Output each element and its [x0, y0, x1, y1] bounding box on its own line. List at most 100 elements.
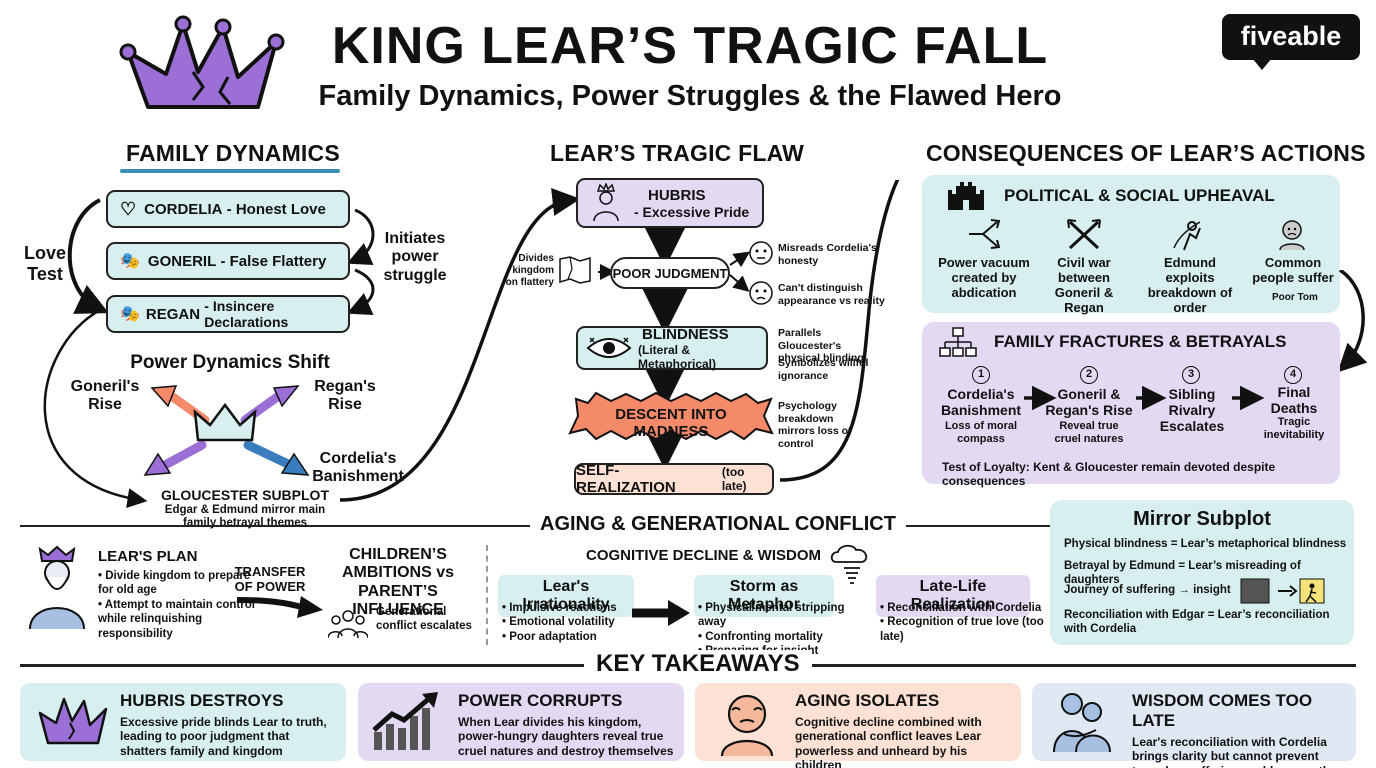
embrace-icon	[1053, 693, 1111, 753]
mask-icon: 🎭	[120, 253, 140, 270]
political-item-2: Civil war between Goneril & Regan	[1054, 255, 1114, 315]
divides-note: Divides kingdom on flattery	[505, 253, 554, 288]
political-item-1: Power vacuum created by abdication	[938, 255, 1030, 300]
heart-icon: ♡	[120, 198, 137, 219]
madness-label: DESCENT INTO MADNESS	[615, 406, 727, 441]
hubris-sub: - Excessive Pride	[634, 203, 750, 220]
goneril-box[interactable]: 🎭 GONERIL - False Flattery	[106, 242, 350, 280]
symbolizes-note: Symbolizes willful ignorance	[778, 357, 869, 382]
aging-divider-vertical	[486, 545, 488, 645]
political-item-4: Common people suffer	[1252, 255, 1334, 285]
goneril-rise-label: Goneril's Rise	[70, 378, 140, 414]
realize-label: SELF-REALIZATION	[576, 462, 676, 496]
step-2-desc: Reveal true cruel natures	[1054, 420, 1124, 445]
storm-item: Physical/mental stripping away	[698, 601, 873, 630]
rising-chart-icon	[372, 692, 438, 750]
irrationality-item: Emotional volatility	[502, 615, 632, 629]
takeaways-title: KEY TAKEAWAYS	[584, 650, 812, 678]
regan-name: REGAN	[145, 305, 201, 323]
mirror-title: Mirror Subplot	[1133, 508, 1271, 530]
mirror-line-4: Reconciliation with Edgar = Lear’s recon…	[1064, 609, 1330, 635]
step-2-num: 2	[1080, 366, 1098, 384]
king-figure-icon	[593, 183, 619, 222]
takeaway-title: HUBRIS DESTROYS	[120, 691, 284, 710]
mirror-line-1: Physical blindness = Lear’s metaphorical…	[1064, 538, 1347, 550]
step-3-title: Sibling Rivalry Escalates	[1159, 386, 1225, 435]
poor-tom-label: Poor Tom	[1272, 292, 1318, 303]
title-underline	[120, 169, 340, 173]
step-2-title: Goneril & Regan's Rise	[1045, 386, 1133, 419]
step-4-title: Final Deaths	[1270, 384, 1318, 417]
plan-list: Divide kingdom to prepare for old age At…	[98, 569, 258, 641]
political-panel	[922, 175, 1340, 313]
step-4-desc: Tragic inevitability	[1263, 416, 1325, 441]
sad-person-icon	[1279, 220, 1305, 250]
political-title: POLITICAL & SOCIAL UPHEAVAL	[1004, 186, 1275, 205]
generational-note: Generational conflict escalates	[376, 606, 472, 632]
confused-face-icon	[749, 281, 773, 305]
plan-item: Attempt to maintain control while relinq…	[98, 598, 258, 641]
political-item-3: Edmund exploits breakdown of order	[1147, 255, 1233, 315]
poor-judgment-box[interactable]: POOR JUDGMENT	[610, 257, 730, 289]
family-fractures-title: FAMILY FRACTURES & BETRAYALS	[994, 332, 1287, 351]
page-title: KING LEAR’S TRAGIC FALL	[331, 17, 1049, 75]
children-label: CHILDREN’S AMBITIONS vs PARENT’S INFLUEN…	[341, 546, 454, 619]
irrationality-item: Poor adaptation	[502, 630, 632, 644]
takeaway-title: AGING ISOLATES	[795, 691, 940, 710]
eye-icon	[586, 337, 632, 358]
journey-icon	[1240, 578, 1325, 604]
step-1-title: Cordelia's Banishment	[940, 386, 1022, 419]
step-1-desc: Loss of moral compass	[944, 420, 1018, 445]
storm-item: Confronting mortality	[698, 630, 873, 644]
family-dynamics-title: FAMILY DYNAMICS	[126, 140, 340, 166]
late-life-item: Reconciliation with Cordelia	[880, 601, 1045, 615]
mirror-panel	[1050, 500, 1354, 645]
goneril-desc: - False Flattery	[220, 252, 327, 270]
mask-icon: 🎭	[120, 306, 140, 323]
takeaway-card-wisdom[interactable]: WISDOM COMES TOO LATE Lear's reconciliat…	[1032, 683, 1356, 768]
old-king-icon	[29, 545, 85, 629]
family-tree-icon	[939, 327, 977, 357]
misreads-note: Misreads Cordelia's honesty	[778, 242, 877, 267]
regan-rise-label: Regan's Rise	[314, 378, 376, 414]
takeaway-title: WISDOM COMES TOO LATE	[1132, 691, 1313, 730]
realize-sub: (too late)	[721, 465, 747, 493]
castle-icon	[948, 182, 984, 210]
takeaway-text: Cognitive decline combined with generati…	[795, 715, 982, 768]
split-arrow-icon	[969, 219, 1001, 249]
fiveable-logo[interactable]: fiveable	[1222, 14, 1360, 70]
psych-note: Psychology breakdown mirrors loss of con…	[778, 400, 852, 450]
blindness-box[interactable]: BLINDNESS (Literal & Metaphorical)	[576, 326, 768, 371]
mirror-line-3: Journey of suffering → insight	[1064, 584, 1231, 596]
mirror-line-2: Betrayal by Edmund = Lear’s misreading o…	[1064, 560, 1301, 586]
regan-desc: - Insincere Declarations	[204, 298, 289, 330]
goneril-name: GONERIL	[147, 252, 217, 270]
cant-distinguish-note: Can't distinguish appearance vs reality	[778, 282, 885, 307]
crown-icon	[38, 697, 108, 745]
group-icon	[328, 610, 368, 638]
cognitive-arrow	[632, 600, 690, 626]
gloucester-title: GLOUCESTER SUBPLOT	[160, 487, 329, 503]
consequences-title: CONSEQUENCES OF LEAR’S ACTIONS	[926, 140, 1366, 166]
step-1-num: 1	[972, 366, 990, 384]
step-4-num: 4	[1284, 366, 1302, 384]
blindness-sub: (Literal & Metaphorical)	[638, 342, 717, 371]
cordelia-box[interactable]: ♡ CORDELIA - Honest Love	[106, 190, 350, 228]
tragic-flaw-title: LEAR’S TRAGIC FLAW	[550, 140, 805, 166]
map-icon	[559, 256, 591, 284]
parallels-note: Parallels Gloucester's physical blinding	[778, 327, 864, 365]
step-arrows	[1024, 386, 1265, 410]
family-fractures-panel	[922, 322, 1340, 484]
madness-burst	[568, 391, 774, 441]
cordelia-name: CORDELIA	[144, 200, 223, 218]
irrationality-item: Impulsive reactions	[502, 601, 632, 615]
regan-box[interactable]: 🎭 REGAN - Insincere Declarations	[106, 295, 350, 333]
self-realization-box[interactable]: SELF-REALIZATION (too late)	[574, 462, 774, 496]
love-test-label: Love Test	[23, 243, 66, 284]
takeaway-text: Excessive pride blinds Lear to truth, le…	[120, 715, 327, 758]
takeaway-title: POWER CORRUPTS	[458, 691, 623, 710]
transfer-arrow	[236, 596, 323, 618]
storm-cloud-icon	[830, 544, 868, 584]
family-arrows	[43, 198, 375, 508]
transfer-label: TRANSFER OF POWER	[234, 564, 306, 594]
